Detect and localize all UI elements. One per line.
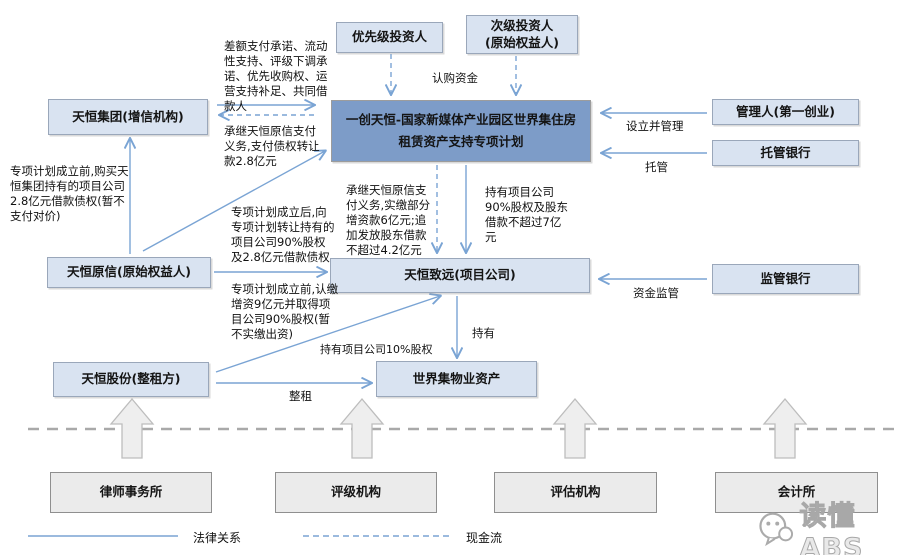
watermark: 读懂ABS — [756, 494, 918, 555]
node-appraisal-agency: 评估机构 — [494, 472, 657, 513]
block-arrow-up — [339, 397, 385, 459]
edge-yuanxin-to-plan-diagonal — [142, 151, 325, 252]
node-project-company: 天恒致远(项目公司) — [330, 258, 590, 293]
node-tianheng-yuanxin: 天恒原信(原始权益人) — [47, 257, 211, 288]
legend-label-legal: 法律关系 — [193, 531, 242, 545]
annotation-before-plan-buy-debt: 专项计划成立前,购买天恒集团持有的项目公司2.8亿元借款债权(暂不支付对价) — [10, 164, 129, 223]
annotation-hold-90pct: 持有项目公司90%股权及股东借款不超过7亿元 — [485, 185, 569, 244]
node-tianheng-group: 天恒集团(增信机构) — [48, 99, 208, 135]
edge-label-custody: 托管 — [645, 160, 668, 174]
annotation-before-plan-capital: 专项计划成立前,认缴增资9亿元并取得项目公司90%股权(暂不实缴出资) — [231, 282, 339, 341]
node-senior-investor: 优先级投资人 — [336, 22, 443, 53]
block-arrow-up — [762, 397, 808, 459]
node-custodian-bank: 托管银行 — [712, 140, 859, 166]
edge-label-setup-manage: 设立并管理 — [626, 119, 684, 133]
node-manager: 管理人(第一创业) — [712, 99, 859, 125]
node-supervising-bank: 监管银行 — [712, 264, 859, 294]
node-accounting-firm: 会计所 — [715, 472, 878, 513]
annotation-after-plan-transfer: 专项计划成立后,向专项计划转让持有的项目公司90%股权及2.8亿元借款债权 — [231, 205, 335, 264]
annotation-credit-support: 差额支付承诺、流动性支持、评级下调承诺、优先收购权、运营支持补足、共同借款人 — [224, 39, 328, 113]
node-junior-investor: 次级投资人 (原始权益人) — [466, 15, 578, 54]
edge-label-hold: 持有 — [472, 326, 495, 340]
wechat-icon — [759, 512, 794, 547]
edge-label-hold-10pct: 持有项目公司10%股权 — [320, 343, 433, 356]
edge-label-master-lease: 整租 — [289, 389, 312, 403]
edge-shares-to-project-diagonal — [215, 296, 440, 373]
edge-label-fund-supervision: 资金监管 — [633, 286, 679, 300]
edge-label-subscribe-funds: 认购资金 — [432, 71, 478, 85]
node-tianheng-shares: 天恒股份(整租方) — [53, 362, 209, 397]
node-law-firm: 律师事务所 — [50, 472, 212, 513]
annotation-assume-capital-inject: 承继天恒原信支付义务,实缴部分增资款6亿元;追加发放股东借款不超过4.2亿元 — [346, 183, 431, 257]
watermark-text: 读懂ABS — [799, 501, 864, 555]
node-plan: 一创天恒-国家新媒体产业园区世界集住房 租赁资产支持专项计划 — [331, 100, 591, 162]
node-property-asset: 世界集物业资产 — [376, 361, 537, 397]
annotation-assume-pay-transfer: 承继天恒原信支付义务,支付债权转让款2.8亿元 — [224, 124, 320, 168]
legend-label-cash: 现金流 — [466, 531, 503, 545]
node-rating-agency: 评级机构 — [275, 472, 437, 513]
block-arrow-up — [109, 397, 155, 459]
block-arrow-up — [552, 397, 598, 459]
